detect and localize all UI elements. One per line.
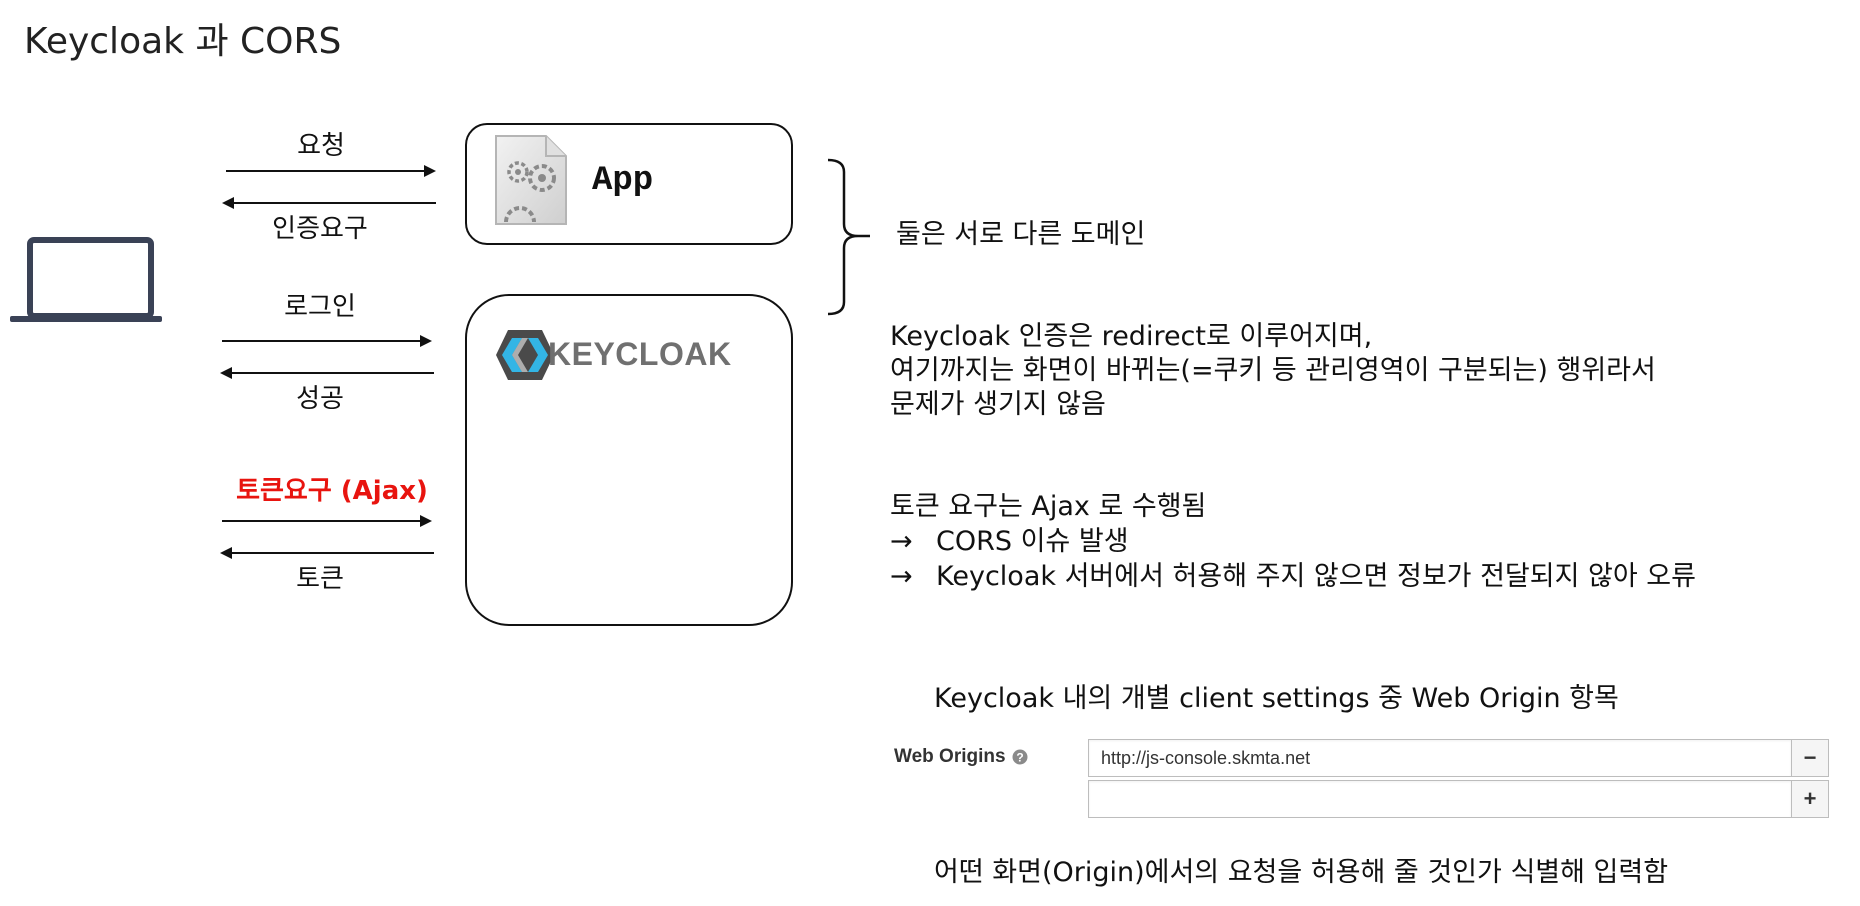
remove-origin-button[interactable]: −: [1791, 739, 1829, 777]
note-token-bullet2: →: [890, 561, 913, 592]
keycloak-logo-text: KEYCLOAK: [548, 336, 732, 372]
gear-document-icon: [495, 135, 567, 225]
arrow-label-auth-required: 인증요구: [272, 214, 368, 244]
arrow-login-head: [420, 335, 432, 347]
note-token-bullet1: →: [890, 526, 913, 557]
arrow-label-request: 요청: [297, 131, 345, 161]
brace: [827, 158, 870, 316]
svg-text:?: ?: [1016, 751, 1023, 765]
note-token-line3: Keycloak 서버에서 허용해 주지 않으면 정보가 전달되지 않아 오류: [936, 561, 1696, 592]
arrow-request: [226, 170, 426, 172]
arrow-token: [230, 552, 434, 554]
settings-caption: Keycloak 내의 개별 client settings 중 Web Ori…: [934, 683, 1619, 714]
note-redirect-line2: 여기까지는 화면이 바뀌는(=쿠키 등 관리영역이 구분되는) 행위라서: [890, 355, 1656, 386]
note-redirect-line3: 문제가 생기지 않음: [890, 389, 1106, 420]
arrow-auth-required-head: [222, 197, 234, 209]
arrow-token-head: [220, 547, 232, 559]
web-origin-input[interactable]: http://js-console.skmta.net: [1088, 739, 1792, 777]
arrow-request-head: [424, 165, 436, 177]
arrow-label-token-request: 토큰요구 (Ajax): [236, 476, 428, 506]
arrow-label-login: 로그인: [284, 292, 356, 322]
web-origins-label: Web Origins: [894, 746, 1006, 767]
arrow-token-request-head: [420, 515, 432, 527]
page-title: Keycloak 과 CORS: [24, 21, 342, 62]
help-circle-icon[interactable]: ?: [1012, 749, 1028, 765]
app-label: App: [592, 162, 654, 200]
new-web-origin-input[interactable]: [1088, 780, 1792, 818]
laptop-icon: [10, 237, 162, 322]
arrow-label-success: 성공: [296, 384, 344, 414]
note-redirect-line1: Keycloak 인증은 redirect로 이루어지며,: [890, 321, 1373, 352]
arrow-token-request: [222, 520, 422, 522]
note-token-line2: CORS 이슈 발생: [936, 526, 1129, 557]
arrow-success-head: [220, 367, 232, 379]
arrow-login: [222, 340, 422, 342]
bottom-caption: 어떤 화면(Origin)에서의 요청을 허용해 줄 것인가 식별해 입력함: [934, 857, 1669, 888]
add-origin-button[interactable]: +: [1791, 780, 1829, 818]
note-token-line1: 토큰 요구는 Ajax 로 수행됨: [890, 491, 1207, 522]
arrow-label-token: 토큰: [296, 564, 344, 594]
keycloak-logo-icon: [496, 330, 554, 380]
arrow-auth-required: [232, 202, 436, 204]
brace-note: 둘은 서로 다른 도메인: [896, 219, 1146, 250]
arrow-success: [230, 372, 434, 374]
